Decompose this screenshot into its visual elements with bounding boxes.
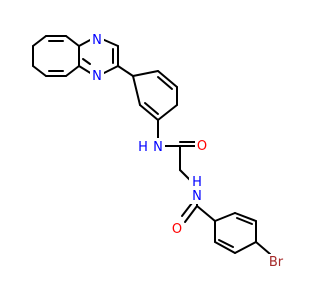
bond [78,65,93,75]
atom-label-oxygen: O [172,222,182,237]
bond [157,70,178,88]
bond [234,241,257,254]
bond [82,58,91,65]
bond [132,75,141,106]
atom-label-bromine: Br [269,255,284,270]
bond-layer [32,35,271,255]
bond [101,65,119,75]
bond [32,65,47,77]
atom-label-nitrogen: N [192,189,202,204]
bond [144,102,159,115]
atom-label-nitrogen: N [153,140,163,155]
atom-label-nitrogen: N [92,33,102,48]
bond [184,205,198,223]
bond [234,212,257,222]
bond [157,104,178,121]
bond [117,65,134,77]
bond [214,212,236,222]
bond [65,65,80,77]
atom-label-hydrogen: H [192,175,202,190]
bond [132,70,159,77]
atom-label-nitrogen: N [92,69,102,84]
bond [32,35,47,47]
bond [139,104,159,121]
bond [196,205,216,222]
bond [255,241,271,255]
bond [101,38,119,47]
bond [65,35,80,47]
bond [181,202,193,217]
atom-label-oxygen: O [197,139,207,154]
molecule-structure: N N H N O H N O Br [32,32,289,270]
bond [78,38,93,47]
bond [214,241,236,254]
bond [218,239,234,248]
bond [157,76,173,90]
bond [236,217,253,225]
atom-label-hydrogen: H [138,140,148,155]
atom-label-layer: N N H N O H N O Br [90,32,289,270]
